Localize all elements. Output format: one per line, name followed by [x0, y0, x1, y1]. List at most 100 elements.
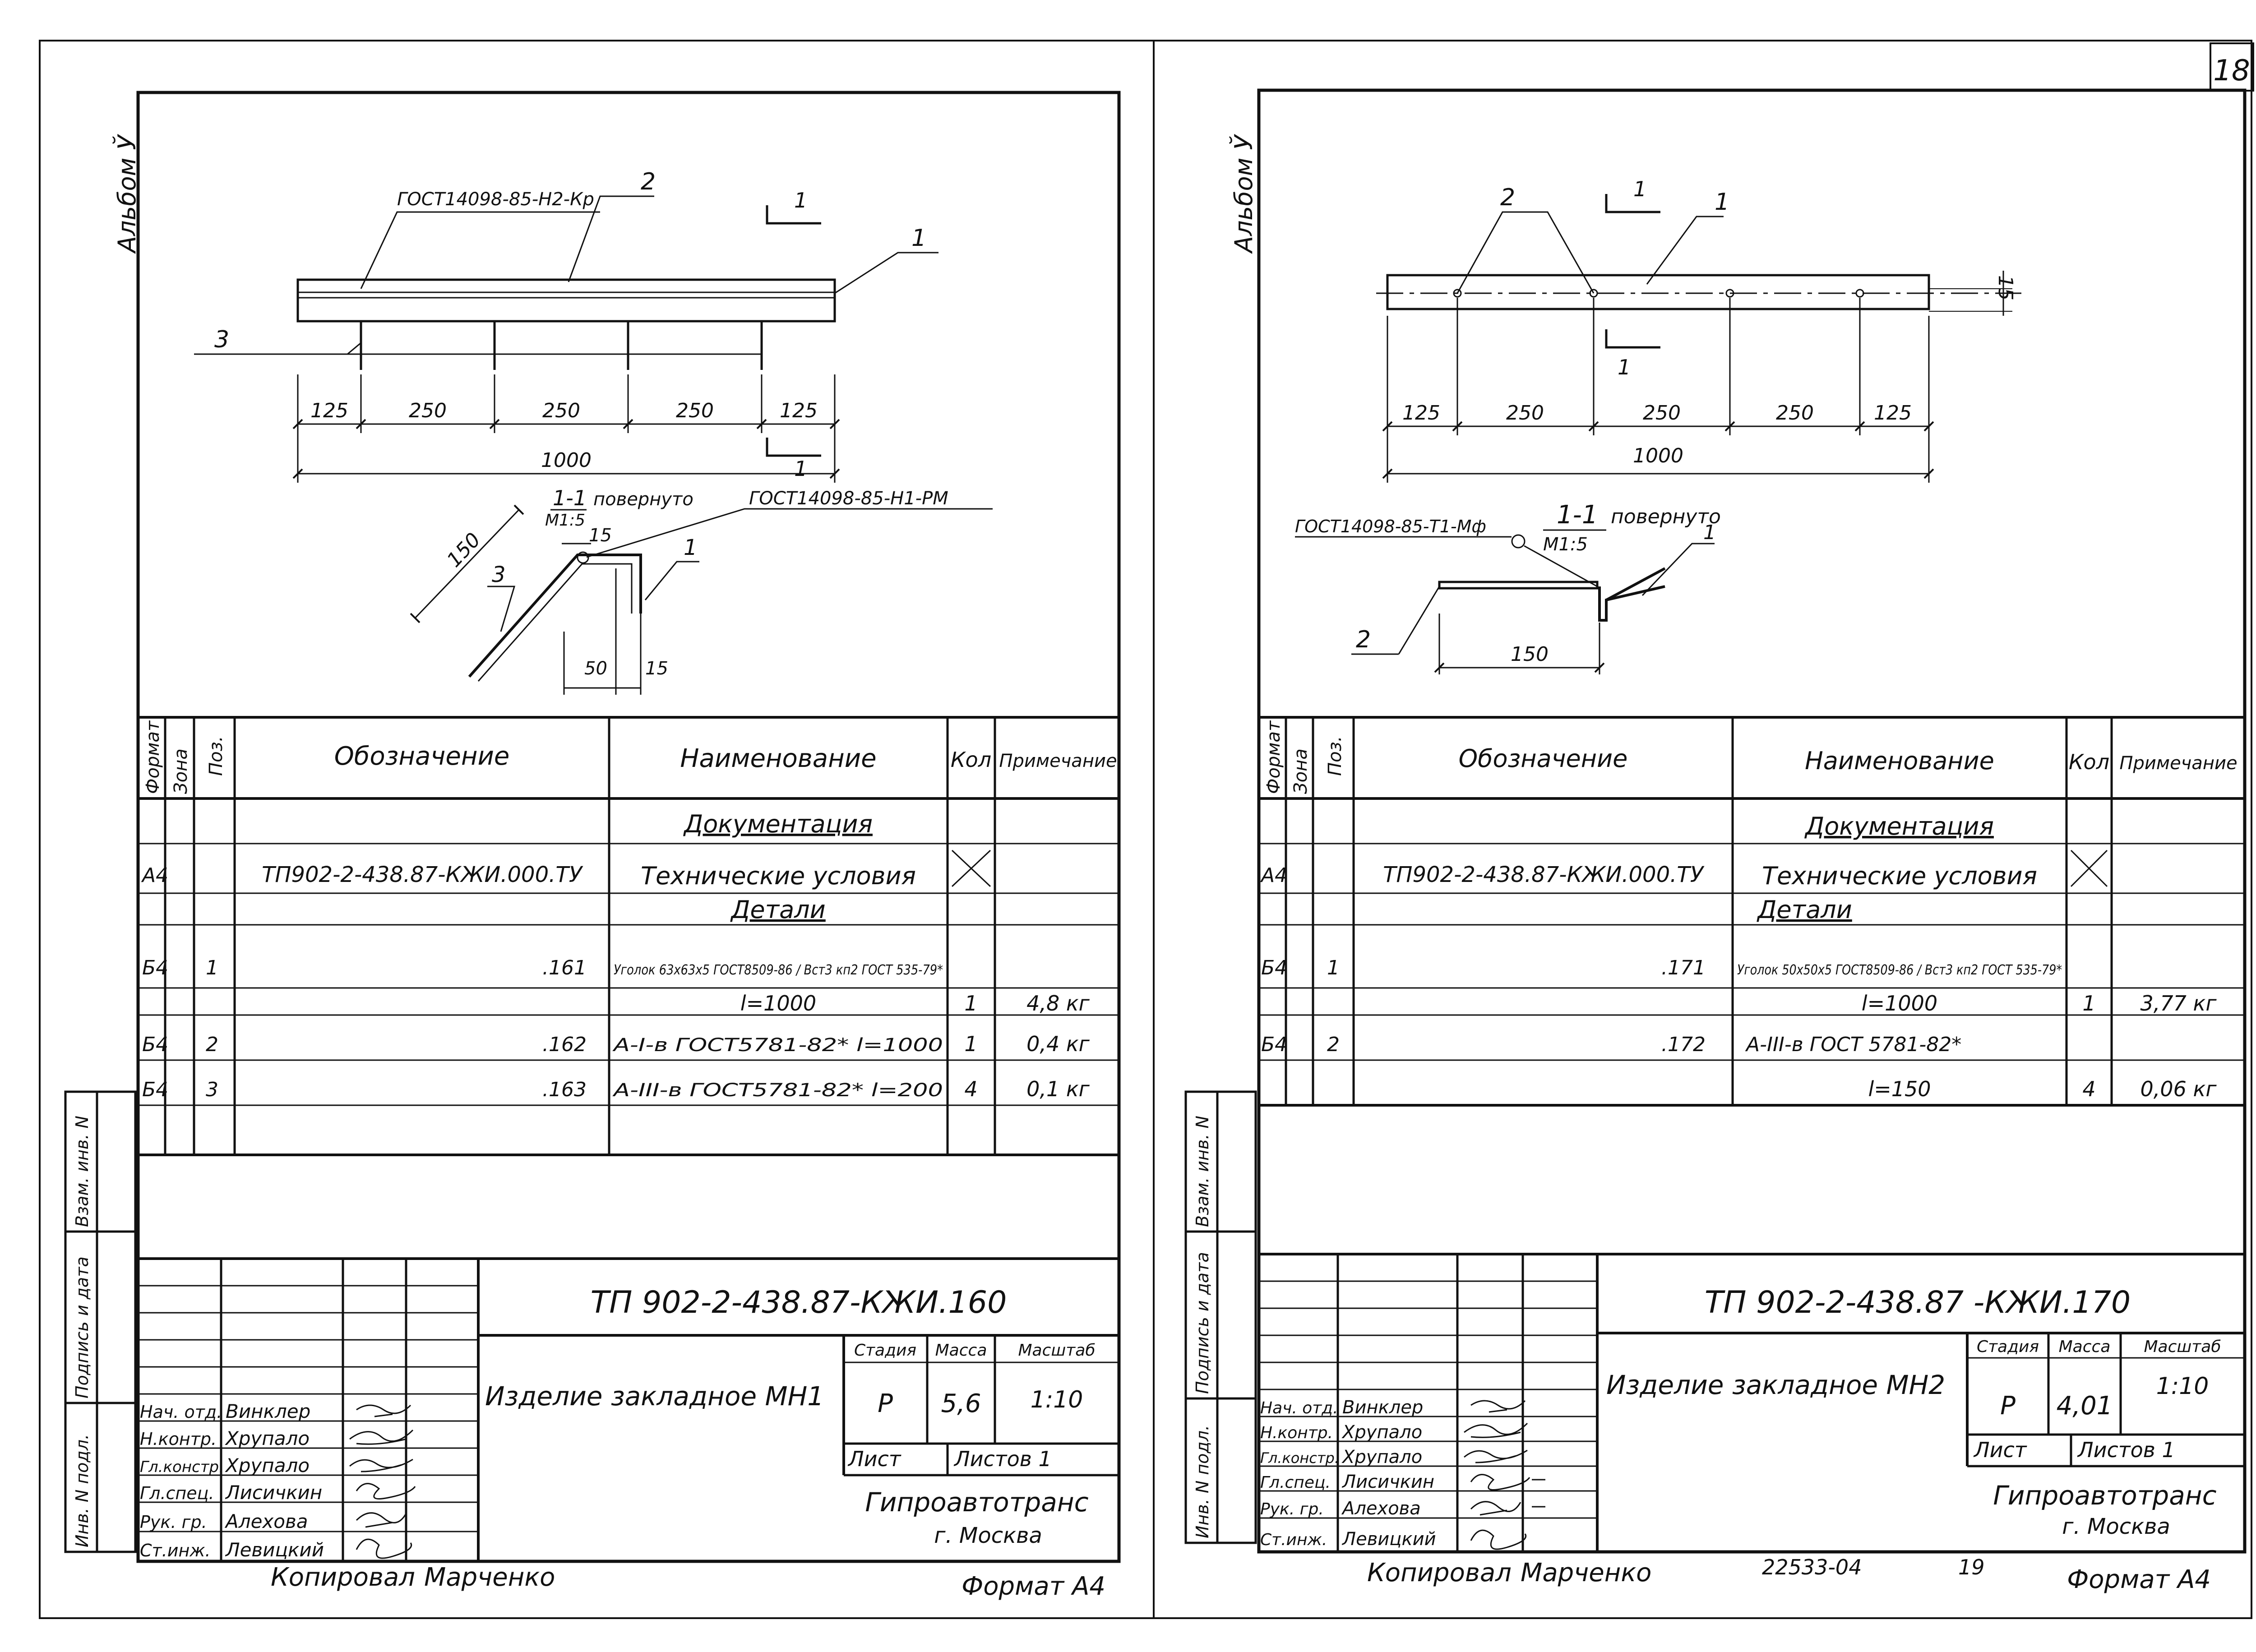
left-row1b-qty: 1: [964, 991, 977, 1015]
right-sec-leader-2: 2: [1356, 626, 1371, 653]
right-name-4: Алехова: [1341, 1498, 1421, 1519]
left-th-zone: Зона: [171, 748, 191, 794]
left-copied-label: Копировал: [271, 1563, 415, 1592]
left-name-3: Лисичкин: [225, 1481, 322, 1504]
left-dimensions: 125 250 250 250 125 1000: [292, 374, 840, 483]
left-dim-3: 250: [542, 399, 580, 422]
right-row-doc-name: Документация: [1804, 812, 1994, 840]
left-section-scale: М1:5: [545, 511, 585, 530]
left-sheet-frame: [136, 91, 1121, 1563]
left-stamp-sheet-label: Лист: [847, 1447, 901, 1471]
right-signatures: [1464, 1400, 1545, 1550]
left-format-label: Формат А4: [962, 1572, 1105, 1601]
left-th-pos: Поз.: [206, 736, 227, 776]
right-dim-3: 250: [1643, 401, 1681, 425]
left-sec-dim-150: 150: [443, 528, 485, 572]
left-row3-format: Б4: [142, 1078, 168, 1101]
left-name-0: Винклер: [226, 1400, 310, 1422]
right-stamp-stage: Р: [2000, 1391, 2016, 1421]
left-section-view: 1-1 повернуто М1:5 ГОСТ14098-85-Н1-РМ 15…: [410, 486, 993, 695]
right-stamp-sheet-label: Лист: [1973, 1438, 2027, 1462]
left-stamp-mass: 5,6: [941, 1389, 981, 1418]
left-row2-qty: 1: [964, 1032, 977, 1056]
right-dim-4: 250: [1776, 401, 1814, 425]
right-album-label: Альбом Ў: [1230, 134, 1258, 254]
left-th-qty: Кол: [951, 748, 991, 772]
right-leader-2: 2: [1500, 184, 1515, 211]
right-row1b-note: 3,77 кг: [2140, 991, 2217, 1015]
left-stamp-code: ТП 902-2-438.87-КЖИ.160: [591, 1285, 1007, 1320]
outer-frame: [39, 40, 2254, 1619]
right-archive-no: 22533-04: [1762, 1555, 1862, 1579]
right-row2-format: Б4: [1261, 1033, 1287, 1056]
right-row-tu-designation: ТП902-2-438.87-КЖИ.000.ТУ: [1383, 862, 1705, 887]
right-stamp-title: Изделие закладное МН2: [1606, 1370, 1945, 1400]
right-row1-name: Уголок 50х50х5 ГОСТ8509-86 / Вст3 кп2 ГО…: [1737, 962, 2062, 978]
left-row3-designation: .163: [542, 1078, 587, 1101]
right-dim-2: 250: [1506, 401, 1544, 425]
right-section-scale: М1:5: [1543, 534, 1588, 555]
right-row1-format: Б4: [1261, 956, 1287, 979]
right-side-label-vzam: Взам. инв. N: [1193, 1116, 1212, 1227]
right-row2b-name: l=150: [1868, 1077, 1931, 1101]
right-stamp-org: Гипроавтотранс: [1993, 1480, 2216, 1511]
left-row-tu-format: А4: [141, 864, 168, 887]
right-name-1: Хрупало: [1341, 1422, 1422, 1443]
right-stamp-scale-label: Масштаб: [2144, 1338, 2221, 1356]
right-role-1: Н.контр.: [1260, 1424, 1333, 1442]
right-side-label-sign: Подпись и дата: [1193, 1252, 1212, 1394]
right-dimensions: 125 250 250 250 125 1000: [1382, 298, 1934, 483]
left-name-1: Хрупало: [225, 1427, 310, 1449]
left-stamp-sheets-label: Листов 1: [953, 1447, 1052, 1471]
left-th-name: Наименование: [680, 744, 876, 773]
right-stamp-city: г. Москва: [2062, 1514, 2170, 1539]
left-dim-total: 1000: [541, 449, 592, 472]
right-sheet-frame: [1257, 88, 2247, 1554]
right-row1b-qty: 1: [2082, 991, 2095, 1015]
right-row1b-name: l=1000: [1862, 991, 1937, 1015]
left-leader-1: 1: [911, 225, 926, 252]
right-th-name: Наименование: [1805, 747, 1994, 775]
right-sec-dim-150: 150: [1511, 643, 1549, 666]
right-sheet: Альбом Ў 2 1 1 1 15: [1184, 88, 2247, 1594]
left-role-0: Нач. отд.: [140, 1402, 222, 1422]
right-copied-label: Копировал: [1367, 1558, 1512, 1587]
left-signatures: [349, 1404, 416, 1559]
left-stamp-stage: Р: [878, 1389, 893, 1418]
left-leader-2: 2: [641, 168, 656, 195]
left-stamp-city: г. Москва: [934, 1523, 1042, 1548]
right-role-5: Ст.инж.: [1260, 1531, 1327, 1549]
right-side-column: Инв. N подл. Подпись и дата Взам. инв. N: [1184, 1090, 1257, 1544]
right-section-mark-bottom: 1: [1618, 355, 1631, 379]
right-section-title: 1-1: [1557, 500, 1598, 530]
right-th-format: Формат: [1263, 720, 1284, 794]
left-name-4: Алехова: [224, 1510, 308, 1532]
left-sec-dim-15a: 15: [589, 525, 612, 546]
left-row-tu-name: Технические условия: [641, 862, 916, 890]
right-row-details-name: Детали: [1757, 895, 1852, 924]
left-stamp-mass-label: Масса: [935, 1341, 987, 1360]
left-th-format: Формат: [143, 720, 163, 794]
left-side-label-vzam: Взам. инв. N: [72, 1116, 92, 1227]
left-side-label-inv: Инв. N подл.: [72, 1434, 92, 1547]
left-stamp-scale: 1:10: [1031, 1386, 1083, 1413]
right-name-0: Винклер: [1342, 1397, 1423, 1418]
left-side-label-sign: Подпись и дата: [72, 1256, 92, 1398]
right-row2-pos: 2: [1327, 1033, 1340, 1056]
left-row1-pos: 1: [206, 956, 218, 979]
left-stamp-stage-label: Стадия: [854, 1341, 916, 1360]
left-row2-note: 0,4 кг: [1026, 1032, 1090, 1056]
right-dim-1: 125: [1402, 401, 1440, 425]
left-section-note: повернуто: [593, 489, 693, 510]
right-name-3: Лисичкин: [1341, 1472, 1434, 1492]
right-row2b-note: 0,06 кг: [2140, 1077, 2217, 1101]
left-sec-leader-1: 1: [684, 535, 698, 560]
right-row1-designation: .171: [1661, 956, 1706, 979]
right-title-block: ТП 902-2-438.87 -КЖИ.170 Изделие закладн…: [1259, 1253, 2245, 1552]
right-row2-designation: .172: [1661, 1033, 1706, 1056]
left-title-block: ТП 902-2-438.87-КЖИ.160 Изделие закладно…: [138, 1257, 1119, 1561]
right-th-designation: Обозначение: [1459, 744, 1628, 773]
left-side-column: Инв. N подл. Подпись и дата Взам. инв. N: [64, 1090, 137, 1553]
right-role-3: Гл.спец.: [1260, 1473, 1331, 1492]
